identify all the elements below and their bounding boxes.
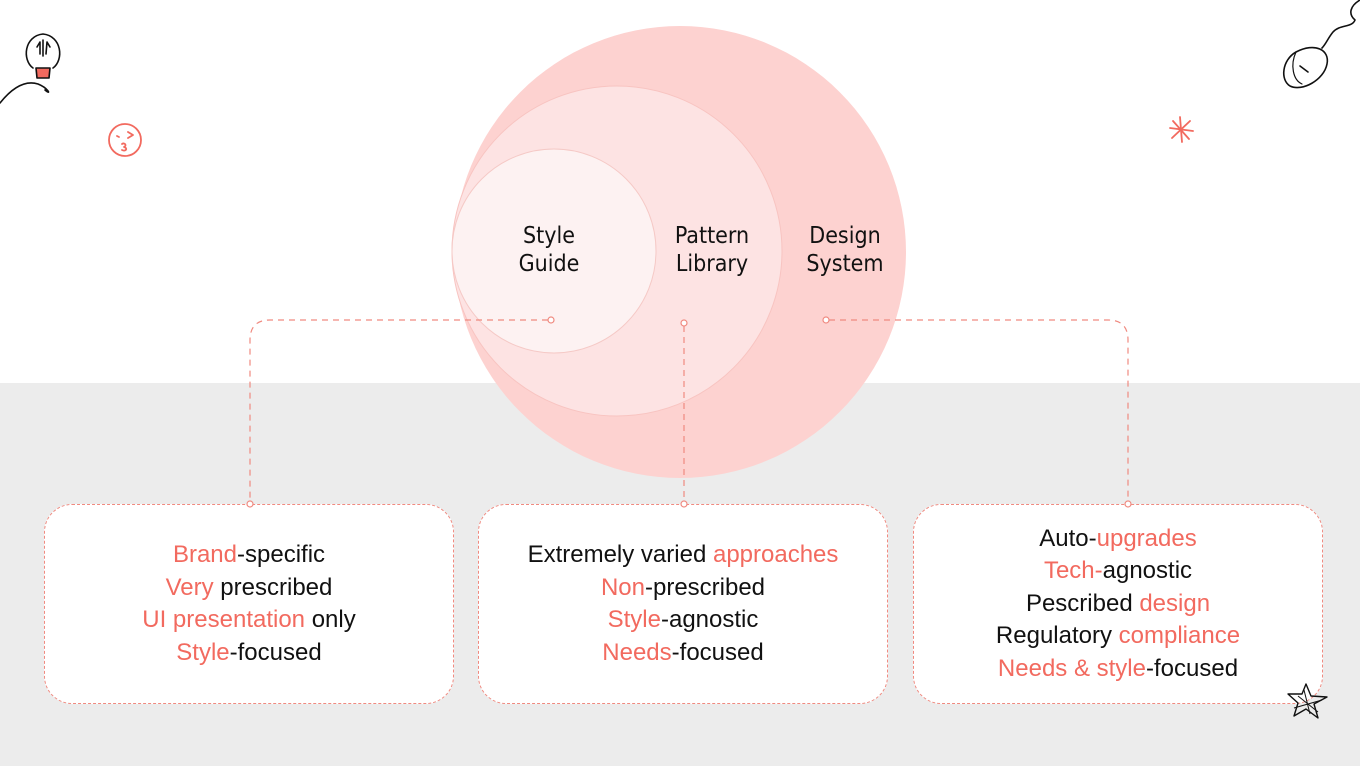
card-line: Pescribed design (1026, 588, 1210, 621)
highlight-text: Very (165, 573, 214, 601)
highlight-text: design (1139, 589, 1211, 617)
label-pattern-library: Pattern Library (674, 223, 750, 277)
card-line: Brand-specific (173, 539, 325, 572)
asterisk-icon (1169, 116, 1194, 143)
card-dot-pattern-library (680, 500, 688, 508)
card-line: Auto-upgrades (1039, 523, 1196, 556)
label-style-guide: Style Guide (518, 223, 580, 277)
card-line: Needs-focused (602, 637, 763, 670)
highlight-text: Brand (172, 541, 237, 568)
lightbulb-icon (0, 33, 61, 104)
connector-design-system (829, 319, 1129, 502)
card-line: Needs & style-focused (998, 653, 1238, 686)
highlight-text: Tech- (1043, 557, 1103, 585)
plain-text: -prescribed (644, 573, 766, 601)
card-line: Very prescribed (166, 572, 333, 605)
card-line: Extremely varied approaches (528, 539, 839, 572)
style-guide-circle (451, 148, 657, 354)
plain-text: -focused (671, 638, 764, 666)
card-dot-style-guide (246, 500, 254, 508)
highlight-text: approaches (712, 541, 839, 568)
highlight-text: Needs (602, 638, 672, 666)
plain-text: -agnostic (660, 606, 759, 633)
plain-text: Regulatory (995, 622, 1119, 650)
connector-dot-style-guide (547, 316, 555, 324)
card-line: Style-focused (176, 637, 321, 670)
plain-text: only (305, 606, 356, 633)
highlight-text: Style (607, 606, 661, 633)
plain-text: Auto- (1039, 524, 1097, 552)
card-line: Non-prescribed (601, 572, 765, 605)
plain-text: -specific (237, 541, 326, 568)
highlight-text: UI presentation (142, 606, 306, 633)
computer-mouse-icon (1283, 0, 1360, 89)
highlight-text: compliance (1118, 622, 1241, 650)
plain-text: -focused (229, 638, 322, 666)
card-line: Style-agnostic (608, 604, 759, 637)
plain-text: prescribed (213, 573, 333, 601)
card-line: UI presentation only (142, 604, 355, 637)
star-icon (1287, 683, 1328, 719)
highlight-text: Non (600, 573, 645, 601)
label-design-system: Design System (806, 223, 884, 277)
plain-text: agnostic (1102, 557, 1193, 585)
winking-kiss-emoji-icon (108, 123, 142, 157)
connector-dot-pattern-library (680, 319, 688, 327)
highlight-text: Needs & style (997, 654, 1146, 682)
card-line: Tech-agnostic (1044, 555, 1192, 588)
card-line: Regulatory compliance (996, 620, 1240, 653)
card-dot-design-system (1124, 500, 1132, 508)
connector-style-guide (249, 319, 548, 502)
highlight-text: upgrades (1096, 524, 1197, 552)
plain-text: Pescribed (1025, 589, 1140, 617)
connector-dot-design-system (822, 316, 830, 324)
plain-text: -focused (1146, 654, 1239, 682)
plain-text: Extremely varied (527, 541, 713, 568)
highlight-text: Style (176, 638, 230, 666)
